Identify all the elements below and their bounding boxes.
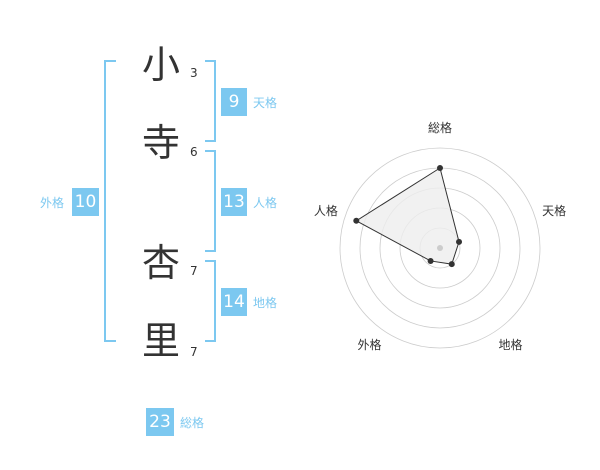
radar-axis-label-1: 天格 bbox=[542, 203, 566, 218]
radar-axis-label-0: 総格 bbox=[428, 120, 452, 135]
chikaku-bracket bbox=[205, 260, 216, 342]
radar-point-0 bbox=[437, 165, 443, 171]
radar-series-polygon bbox=[355, 167, 460, 265]
radar-point-2 bbox=[448, 261, 455, 268]
radar-axis-label-2: 地格 bbox=[499, 337, 523, 352]
jinkaku-label: 人格 bbox=[253, 196, 278, 210]
radar-axis-label-4: 人格 bbox=[314, 203, 338, 218]
name-char-4: 里 bbox=[141, 319, 180, 363]
gaikaku-bracket bbox=[104, 60, 116, 342]
radar-axis-label-3: 外格 bbox=[357, 337, 381, 352]
jinkaku-bracket bbox=[205, 150, 216, 252]
gaikaku-value: 10 bbox=[72, 188, 99, 216]
tenkaku-label: 天格 bbox=[253, 96, 278, 110]
tenkaku-bracket bbox=[205, 60, 216, 142]
radar-ring-5 bbox=[339, 147, 541, 349]
stroke-count-1: 3 bbox=[190, 66, 198, 80]
radar-point-3 bbox=[427, 257, 434, 264]
radar-center-dot bbox=[437, 245, 443, 251]
radar-point-1 bbox=[456, 238, 463, 245]
name-char-1: 小 bbox=[141, 43, 180, 87]
name-char-3: 杏 bbox=[141, 241, 180, 285]
gaikaku-label: 外格 bbox=[40, 196, 65, 210]
stroke-count-3: 7 bbox=[190, 264, 198, 278]
stroke-count-4: 7 bbox=[190, 345, 198, 359]
chikaku-value: 14 bbox=[221, 288, 247, 316]
soukaku-label: 総格 bbox=[180, 416, 205, 430]
stroke-count-2: 6 bbox=[190, 145, 198, 159]
jinkaku-value: 13 bbox=[221, 188, 247, 216]
name-char-2: 寺 bbox=[141, 121, 180, 165]
radar-point-4 bbox=[353, 217, 360, 224]
tenkaku-value: 9 bbox=[221, 88, 247, 116]
chikaku-label: 地格 bbox=[253, 296, 278, 310]
soukaku-value: 23 bbox=[146, 408, 174, 436]
